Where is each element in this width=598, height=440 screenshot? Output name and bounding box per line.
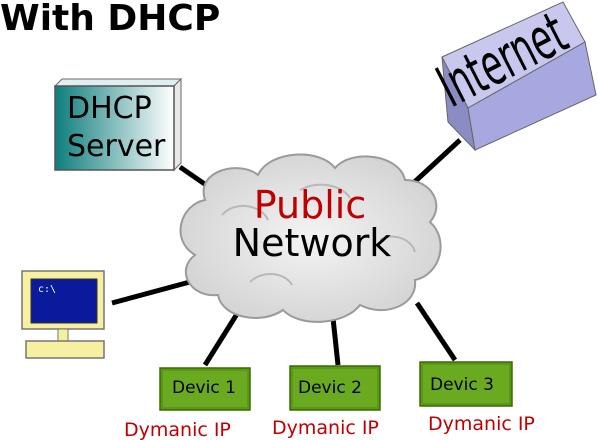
device-1: Devic 1	[159, 367, 251, 411]
dhcp-label-line2: Server	[67, 129, 166, 164]
cloud-label-network: Network	[233, 221, 392, 265]
dhcp-label-line1: DHCP	[67, 91, 152, 126]
device-3: Devic 3	[419, 361, 513, 407]
dhcp-server-box: DHCP Server	[53, 77, 183, 172]
device-2: Devic 2	[289, 365, 381, 411]
line-device2-to-cloud	[330, 317, 341, 366]
line-device3-to-cloud	[414, 301, 458, 362]
device-3-label: Devic 3	[430, 375, 494, 395]
internet-block: Internet	[427, 0, 597, 152]
device-2-label: Devic 2	[298, 378, 362, 398]
device-3-ip: Dymanic IP	[428, 413, 535, 435]
device-1-ip: Dymanic IP	[124, 419, 231, 440]
computer-neck	[57, 328, 69, 342]
diagram-title: With DHCP	[0, 0, 220, 39]
device-2-ip: Dymanic IP	[272, 417, 379, 439]
computer: c:\	[21, 270, 105, 359]
cloud-label-public: Public	[254, 183, 366, 227]
computer-prompt: c:\	[38, 284, 56, 295]
line-internet-to-cloud	[406, 138, 462, 190]
computer-base	[25, 340, 105, 359]
public-network-cloud: Public Network	[179, 153, 442, 323]
device-1-label: Devic 1	[172, 378, 236, 398]
computer-screen	[30, 278, 98, 324]
